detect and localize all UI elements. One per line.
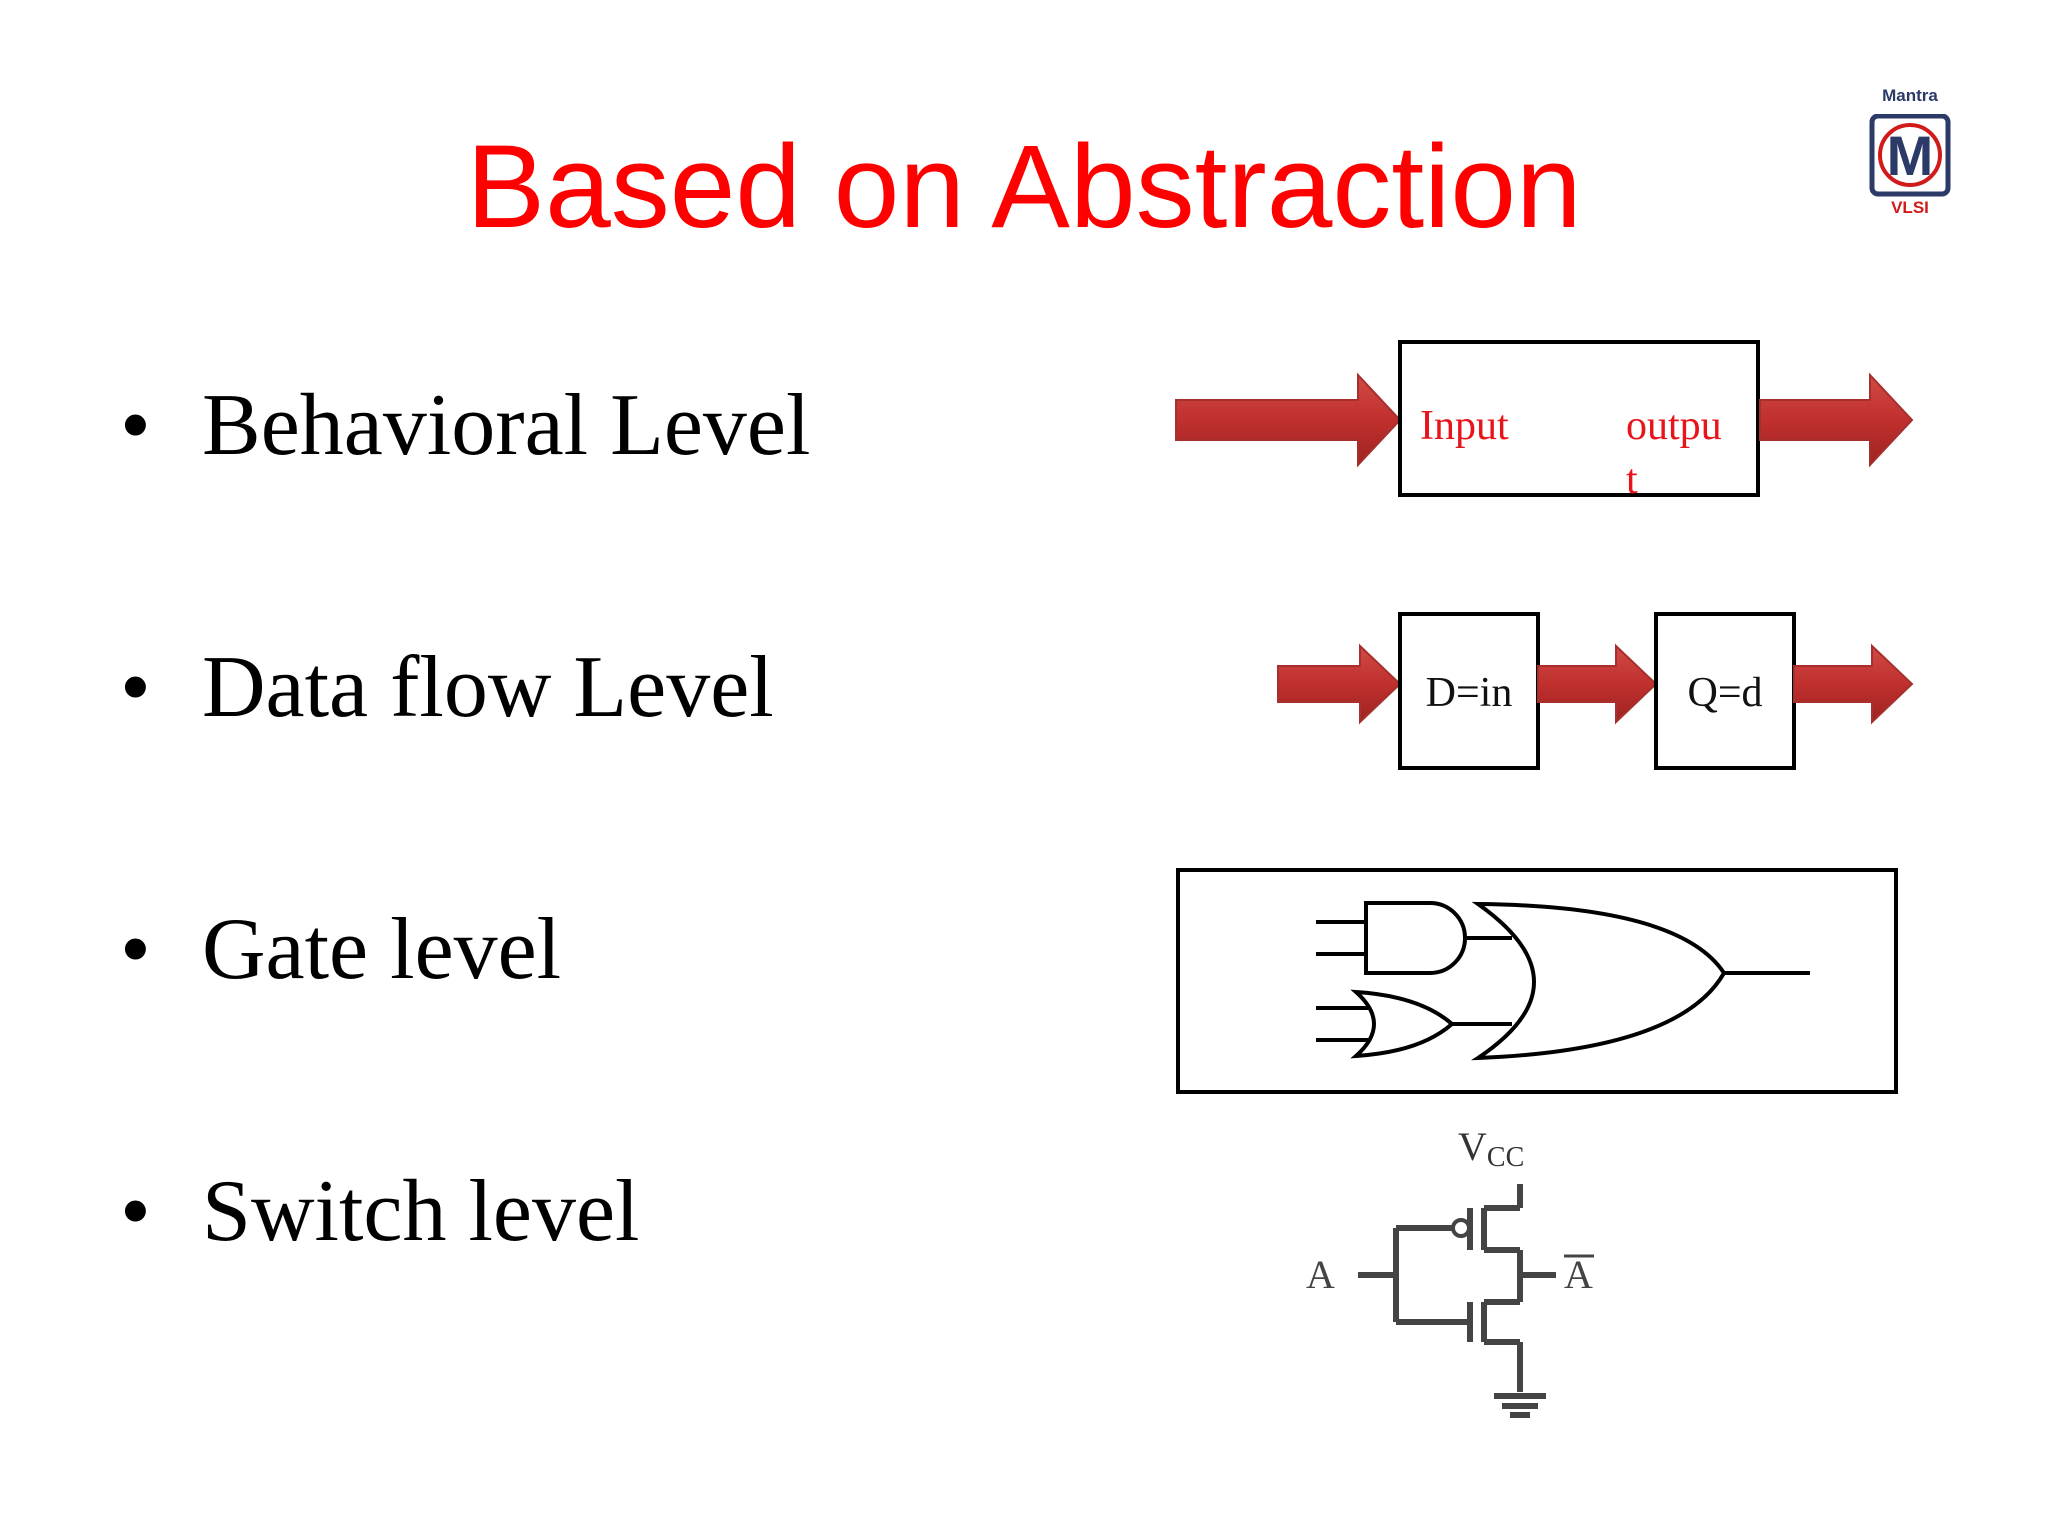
bullet-text: Switch level [202, 1163, 640, 1260]
dataflow-middle-arrow [1537, 643, 1658, 725]
logo-letter: M [1887, 124, 1934, 187]
dataflow-output-arrow [1793, 643, 1914, 725]
bullet-behavioral: •Behavioral Level [120, 382, 810, 470]
bullet-marker: • [120, 1163, 151, 1260]
dataflow-diagram: D=in Q=d [1277, 612, 1914, 770]
behavioral-diagram: Input outpu t [1175, 340, 1914, 503]
d-block [1398, 612, 1540, 770]
d-block-label: D=in [1426, 670, 1513, 716]
logo-top-text: Mantra [1882, 86, 1938, 105]
q-block-label: Q=d [1687, 670, 1762, 716]
input-a-label: A [1306, 1252, 1335, 1297]
logo-emblem-icon: M [1869, 114, 1951, 197]
vcc-label: VCC [1458, 1124, 1524, 1173]
bullet-text: Data flow Level [202, 639, 774, 736]
mantra-vlsi-logo: Mantra M VLSI [1858, 84, 1962, 234]
bullet-gate: •Gate level [120, 906, 561, 994]
and-gate-icon [1364, 901, 1467, 975]
slide-title: Based on Abstraction [466, 121, 1582, 253]
switch-diagram: VCC A A [1306, 1124, 1594, 1418]
gate-diagram [1176, 868, 1898, 1094]
q-block [1654, 612, 1796, 770]
bullet-text: Behavioral Level [202, 377, 811, 474]
bullet-switch: •Switch level [120, 1168, 639, 1256]
pmos-bubble-icon [1451, 1218, 1471, 1238]
dataflow-input-arrow [1277, 643, 1402, 725]
output-a-bar-label: A [1564, 1252, 1593, 1297]
logo-bottom-text: VLSI [1891, 198, 1929, 217]
bullet-marker: • [120, 377, 151, 474]
bullet-marker: • [120, 901, 151, 998]
or-gate-small-icon [1350, 989, 1456, 1059]
or-gate-large-icon [1471, 901, 1727, 1061]
input-arrow [1175, 372, 1402, 468]
behavioral-block [1398, 340, 1760, 497]
output-label-line2: t [1626, 457, 1638, 503]
input-label: Input [1420, 403, 1509, 449]
output-label-line1: outpu [1626, 403, 1722, 449]
bullet-marker: • [120, 639, 151, 736]
gate-frame [1176, 868, 1898, 1094]
bullet-text: Gate level [202, 901, 562, 998]
output-arrow [1759, 372, 1914, 468]
bullet-dataflow: •Data flow Level [120, 644, 774, 732]
